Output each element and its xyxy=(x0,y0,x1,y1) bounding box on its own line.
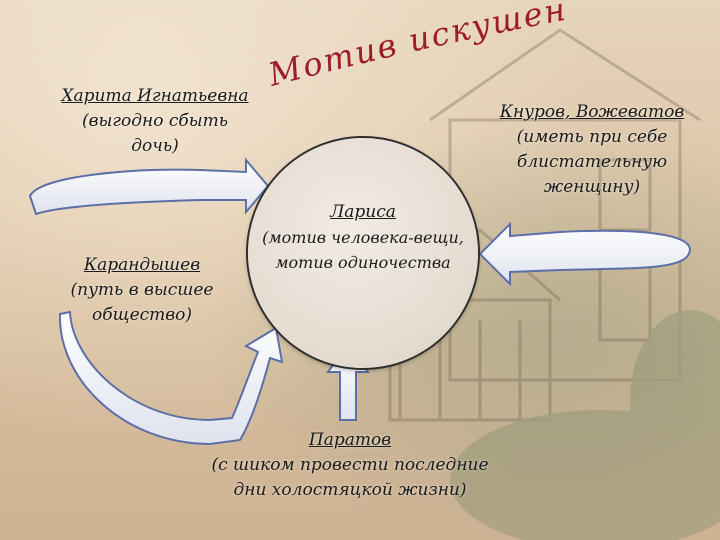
node-karandyshev-name: Карандышев xyxy=(83,255,201,275)
node-harita-desc-line1: (выгодно сбыть xyxy=(82,111,228,131)
node-karandyshev-desc-line2: общество) xyxy=(91,305,193,325)
node-harita-name: Харита Игнатьевна xyxy=(61,86,249,106)
diagram-title: Мотив искушения xyxy=(256,0,568,94)
node-knurov-desc-line1: (иметь при себе xyxy=(516,127,668,147)
node-knurov-desc-line2: блистательную xyxy=(516,152,668,172)
node-knurov: Кнуров, Вожеватов (иметь при себе блиста… xyxy=(492,100,692,200)
diagram-title-text: Мотив искушения xyxy=(256,0,568,94)
center-node-desc-line1: (мотив человека-вещи, xyxy=(262,228,464,247)
node-paratov-name: Паратов xyxy=(308,430,392,450)
center-node-desc-line2: мотив одиночества xyxy=(275,253,451,272)
node-harita: Харита Игнатьевна (выгодно сбыть дочь) xyxy=(50,84,260,159)
center-node-larisa: Лариса (мотив человека-вещи, мотив одино… xyxy=(248,138,478,368)
node-karandyshev-desc-line1: (путь в высшее xyxy=(70,280,214,300)
node-knurov-name: Кнуров, Вожеватов xyxy=(499,102,685,122)
node-paratov-desc-line1: (с шиком провести последние xyxy=(211,455,489,475)
svg-text:Мотив искушения: Мотив искушения xyxy=(256,0,570,94)
node-karandyshev: Карандышев (путь в высшее общество) xyxy=(52,253,232,328)
node-paratov-desc-line2: дни холостяцкой жизни) xyxy=(233,480,467,500)
node-knurov-desc-line3: женщину) xyxy=(543,177,641,197)
node-harita-desc-line2: дочь) xyxy=(131,136,179,156)
node-paratov: Паратов (с шиком провести последние дни … xyxy=(200,428,500,503)
diagram-title-curve: Мотив искушения xyxy=(256,0,568,94)
center-node-name: Лариса xyxy=(330,202,396,222)
